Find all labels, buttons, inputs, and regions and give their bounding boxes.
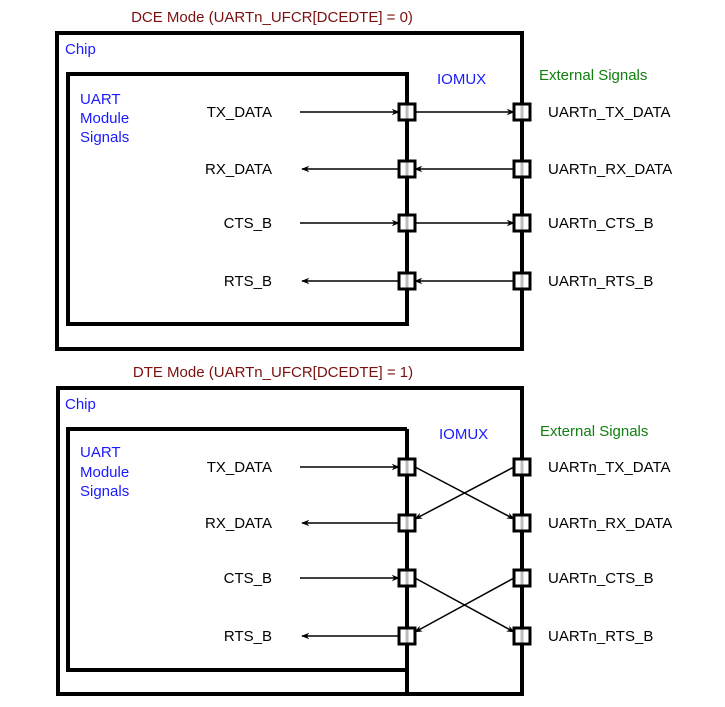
dce-external-signal-uartn-rx-data: UARTn_RX_DATA <box>548 161 672 178</box>
dte-pad-left-0 <box>397 457 417 477</box>
dce-pad-right-1 <box>512 159 532 179</box>
dce-external-signal-uartn-cts-b: UARTn_CTS_B <box>548 215 654 232</box>
dte-chip-label: Chip <box>65 396 96 413</box>
dce-pad-left-2 <box>397 213 417 233</box>
dce-title: DCE Mode (UARTn_UFCR[DCEDTE] = 0) <box>131 9 413 26</box>
dce-pad-right-2 <box>512 213 532 233</box>
dte-internal-signal-rx-data: RX_DATA <box>205 515 272 532</box>
dte-iomux-label: IOMUX <box>439 426 488 443</box>
dce-pad-left-1 <box>397 159 417 179</box>
dce-iomux-label: IOMUX <box>437 71 486 88</box>
dce-internal-signal-tx-data: TX_DATA <box>207 104 272 121</box>
dte-external-signal-uartn-rts-b: UARTn_RTS_B <box>548 628 653 645</box>
dte-external-signal-uartn-tx-data: UARTn_TX_DATA <box>548 459 671 476</box>
dte-pad-right-1 <box>512 513 532 533</box>
dte-pad-right-3 <box>512 626 532 646</box>
dce-internal-signal-rx-data: RX_DATA <box>205 161 272 178</box>
dce-module-label-1: UART <box>80 91 121 108</box>
dte-module-label-2: Module <box>80 464 129 481</box>
dte-internal-signal-cts-b: CTS_B <box>224 570 272 587</box>
dce-pad-right-3 <box>512 271 532 291</box>
dte-module-label-3: Signals <box>80 483 129 500</box>
dte-module-label-1: UART <box>80 444 121 461</box>
dte-pad-right-2 <box>512 568 532 588</box>
dte-pad-right-0 <box>512 457 532 477</box>
dce-pad-left-0 <box>397 102 417 122</box>
dte-pad-left-1 <box>397 513 417 533</box>
dce-internal-signal-cts-b: CTS_B <box>224 215 272 232</box>
dce-external-signal-uartn-rts-b: UARTn_RTS_B <box>548 273 653 290</box>
dce-module-label-3: Signals <box>80 129 129 146</box>
dte-uart-module-box <box>66 427 407 672</box>
dte-chip-box <box>56 386 524 696</box>
dte-title: DTE Mode (UARTn_UFCR[DCEDTE] = 1) <box>133 364 413 381</box>
dte-internal-signal-tx-data: TX_DATA <box>207 459 272 476</box>
dte-wire-cross-to-internal-2 <box>414 577 515 633</box>
dte-external-signal-uartn-rx-data: UARTn_RX_DATA <box>548 515 672 532</box>
dce-external-signal-uartn-tx-data: UARTn_TX_DATA <box>548 104 671 121</box>
dte-pad-left-2 <box>397 568 417 588</box>
dce-external-label: External Signals <box>539 67 647 84</box>
dce-module-label-2: Module <box>80 110 129 127</box>
dce-chip-box <box>55 31 524 351</box>
dte-external-label: External Signals <box>540 423 648 440</box>
dce-panel: DCE Mode (UARTn_UFCR[DCEDTE] = 0) Chip U… <box>55 9 672 351</box>
dce-internal-signal-rts-b: RTS_B <box>224 273 272 290</box>
dte-external-signal-uartn-cts-b: UARTn_CTS_B <box>548 570 654 587</box>
dce-pad-left-3 <box>397 271 417 291</box>
dce-chip-label: Chip <box>65 41 96 58</box>
dte-panel: DTE Mode (UARTn_UFCR[DCEDTE] = 1) Chip U… <box>56 364 672 696</box>
dte-wire-cross-to-internal-0 <box>414 466 515 520</box>
dce-pad-right-0 <box>512 102 532 122</box>
dte-internal-signal-rts-b: RTS_B <box>224 628 272 645</box>
dte-pad-left-3 <box>397 626 417 646</box>
